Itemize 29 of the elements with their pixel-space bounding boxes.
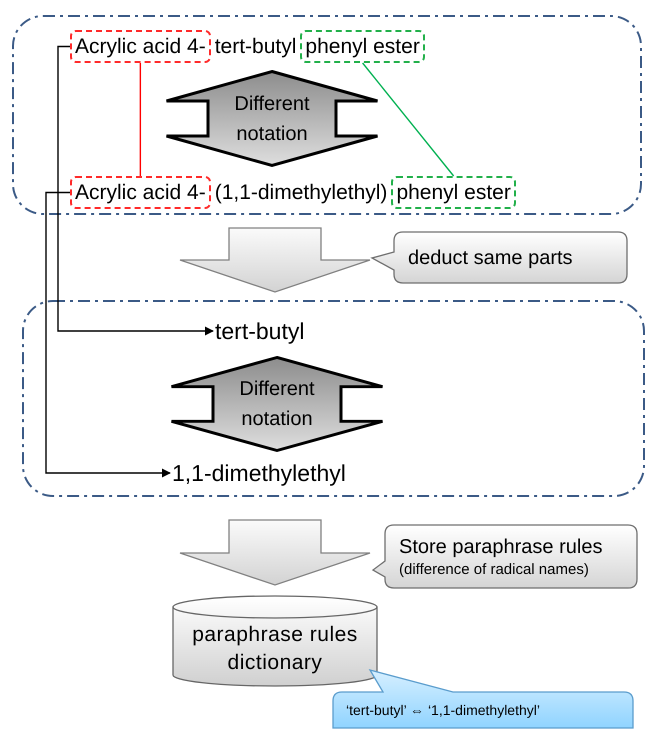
dash-dot-frame — [22, 300, 645, 497]
bubble-text: ‘tert-butyl’ ⇔ ‘1,1-dimethylethyl’ — [346, 701, 541, 720]
dash-dot-frame — [12, 15, 642, 215]
arrow — [57, 46, 214, 336]
term-text: tert-butyl — [215, 316, 304, 346]
bubble-text: deduct same parts — [408, 246, 574, 270]
bubble-text: Store paraphrase rules — [399, 534, 604, 560]
speech-bubble — [372, 525, 638, 589]
block-arrow — [179, 519, 371, 586]
term-text: tert-butyl — [214, 34, 296, 60]
highlighted-term: phenyl ester — [391, 176, 516, 209]
term-text: 1,1-dimethylethyl — [172, 458, 346, 488]
arrow-label: Different notation — [233, 92, 311, 146]
arrow — [45, 192, 171, 478]
arrow-label: Different notation — [238, 377, 316, 432]
database-label: paraphrase rules dictionary — [191, 622, 359, 676]
double-arrow-shape — [165, 70, 379, 167]
double-arrow-shape — [170, 356, 384, 452]
highlighted-term: phenyl ester — [300, 30, 425, 63]
correspondence-line — [140, 63, 142, 176]
speech-bubble — [332, 670, 634, 729]
block-arrow — [179, 227, 371, 293]
database-cylinder — [172, 595, 378, 687]
term-text: (1,1-dimethylethyl) — [214, 180, 388, 206]
highlighted-term: Acrylic acid 4- — [70, 30, 211, 63]
correspondence-line — [362, 62, 454, 176]
highlighted-term: Acrylic acid 4- — [70, 176, 211, 209]
speech-bubble — [370, 232, 628, 284]
bubble-text: (difference of radical names) — [399, 560, 590, 580]
